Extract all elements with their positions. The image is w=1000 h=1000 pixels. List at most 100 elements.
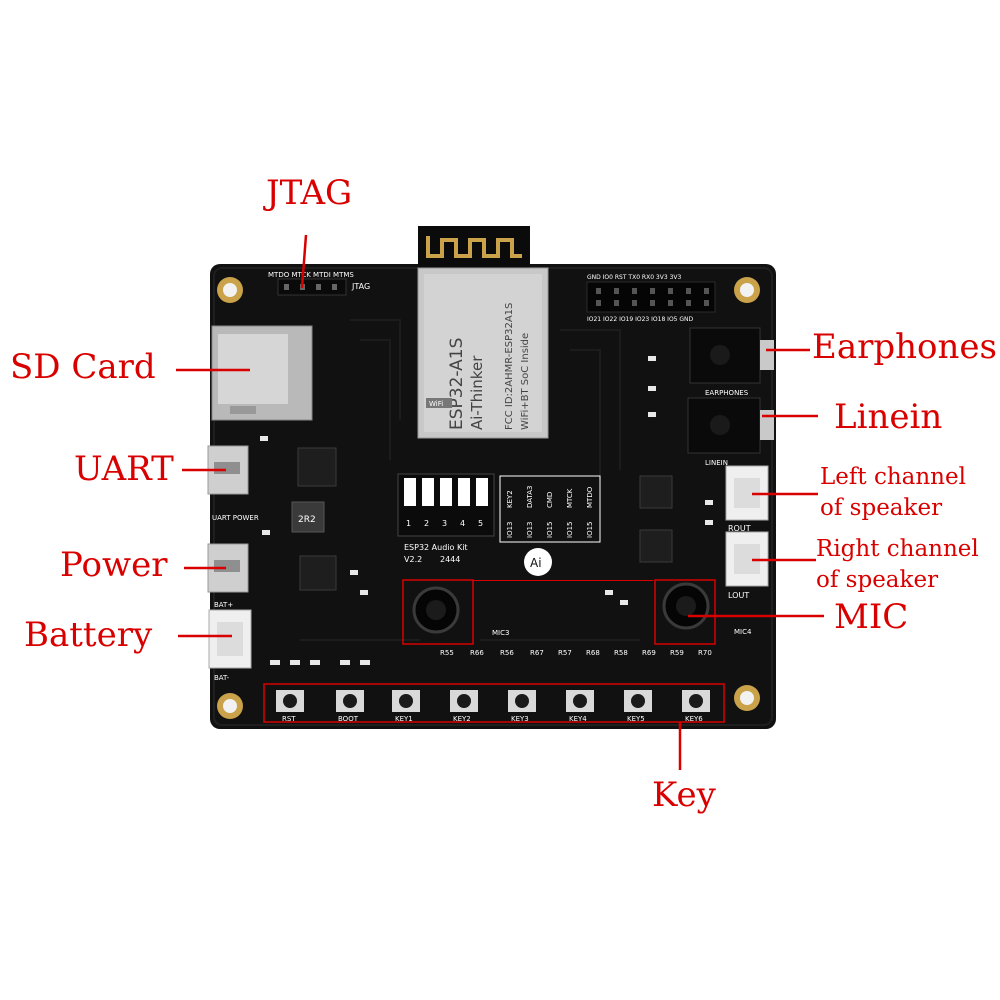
linein-silk: LINEIN [705, 459, 728, 467]
gpio-bottom-labels: IO21 IO22 IO19 IO23 IO18 IO5 GND [587, 316, 694, 323]
board-name-silk: ESP32 Audio Kit [404, 543, 468, 552]
mic-left-highlight [402, 579, 474, 645]
earphones-silk: EARPHONES [705, 389, 749, 397]
tactile-buttons [276, 690, 710, 712]
jtag-pin-labels: MTDO MTCK MTDI MTMS [268, 271, 354, 279]
button-rst [276, 690, 304, 712]
label-right-speaker-line1: Right channel [816, 536, 979, 562]
board-version-code: 2444 [440, 555, 460, 564]
rout-silk: ROUT [728, 524, 751, 533]
callout-lines [176, 234, 824, 770]
svg-text:KEY2: KEY2 [506, 490, 514, 508]
module-model: ESP32-A1S [447, 338, 467, 430]
gpio-header: GND IO0 RST TX0 RX0 3V3 3V3 IO21 IO22 IO… [586, 274, 716, 323]
label-left-speaker-line2: of speaker [820, 495, 943, 521]
module-wifi-logo: WiFi [429, 400, 443, 408]
dip-num-2: 2 [424, 519, 429, 528]
ai-logo [524, 548, 552, 576]
inductor [291, 501, 325, 533]
label-mic: MIC [834, 597, 909, 637]
mic-right-highlight [654, 579, 716, 645]
earphones-jack: EARPHONES [689, 327, 774, 397]
label-linein: Linein [834, 397, 943, 437]
dip-num-3: 3 [442, 519, 447, 528]
svg-text:IO15: IO15 [586, 522, 594, 538]
esp32-module: ESP32-A1S Ai-Thinker FCC ID:2AHMR-ESP32A… [417, 226, 549, 439]
dip-num-4: 4 [460, 519, 465, 528]
svg-text:KEY1: KEY1 [395, 715, 413, 723]
svg-text:R59: R59 [670, 649, 684, 657]
svg-text:BOOT: BOOT [338, 715, 359, 723]
jtag-silk-label: JTAG [351, 282, 370, 291]
module-fcc: FCC ID:2AHMR-ESP32A1S [504, 303, 515, 430]
sd-card-slot [211, 325, 313, 421]
inductor-silk: 2R2 [298, 515, 316, 525]
svg-text:R69: R69 [642, 649, 656, 657]
lout-silk: LOUT [728, 591, 749, 600]
ic-chips [297, 447, 673, 591]
button-boot [336, 690, 364, 712]
svg-text:R66: R66 [470, 649, 484, 657]
svg-text:R56: R56 [500, 649, 514, 657]
module-brand: Ai-Thinker [468, 355, 486, 430]
label-left-speaker: Left channel of speaker [820, 462, 966, 524]
module-soc: WiFi+BT SoC Inside [520, 333, 531, 430]
microphone-right [662, 582, 710, 630]
gpio-top-labels: GND IO0 RST TX0 RX0 3V3 3V3 [587, 274, 682, 281]
svg-text:R58: R58 [614, 649, 628, 657]
bat-plus-silk: BAT+ [214, 601, 233, 609]
svg-text:CMD: CMD [546, 492, 554, 508]
svg-text:IO15: IO15 [546, 522, 554, 538]
svg-text:KEY2: KEY2 [453, 715, 471, 723]
mic4-silk: MIC4 [734, 628, 752, 636]
button-key3 [508, 690, 536, 712]
svg-text:R55: R55 [440, 649, 454, 657]
svg-text:R57: R57 [558, 649, 572, 657]
label-jtag: JTAG [266, 173, 353, 213]
label-earphones: Earphones [812, 327, 997, 367]
svg-text:Ai: Ai [530, 556, 542, 570]
label-key: Key [652, 775, 716, 815]
button-key6 [682, 690, 710, 712]
svg-text:IO13: IO13 [526, 522, 534, 538]
bat-minus-silk: BAT- [214, 674, 230, 682]
svg-text:R67: R67 [530, 649, 544, 657]
button-key2 [450, 690, 478, 712]
dip-num-1: 1 [406, 519, 411, 528]
label-power: Power [60, 545, 168, 585]
button-labels: RST BOOT KEY1 KEY2 KEY3 KEY4 KEY5 KEY6 [282, 715, 703, 723]
label-left-speaker-line1: Left channel [820, 464, 966, 490]
mounting-holes [217, 277, 760, 719]
dip-switch: ON 1 2 3 4 5 ESP32 Audio Kit V2.2 2444 [397, 473, 495, 564]
svg-text:MTCK: MTCK [566, 488, 574, 508]
pcb-traces [300, 319, 640, 641]
svg-text:KEY6: KEY6 [685, 715, 703, 723]
linein-jack: LINEIN [687, 397, 774, 467]
dip-num-5: 5 [478, 519, 483, 528]
mic3-silk: MIC3 [492, 629, 509, 637]
svg-text:R68: R68 [586, 649, 600, 657]
label-battery: Battery [24, 615, 153, 655]
uart-power-silk: UART POWER [212, 514, 259, 522]
label-sd-card: SD Card [10, 347, 156, 387]
svg-text:KEY5: KEY5 [627, 715, 645, 723]
resistor-labels: R55 R66 R56 R67 R57 R68 R58 R69 R59 R70 [440, 649, 712, 657]
button-key4 [566, 690, 594, 712]
svg-text:IO15: IO15 [566, 522, 574, 538]
battery-connector: BAT+ BAT- [208, 601, 252, 682]
svg-text:DATA3: DATA3 [526, 486, 534, 509]
svg-text:MTDO: MTDO [586, 486, 594, 508]
svg-text:RST: RST [282, 715, 296, 723]
svg-text:KEY4: KEY4 [569, 715, 587, 723]
button-key1 [392, 690, 420, 712]
button-key5 [624, 690, 652, 712]
label-right-speaker: Right channel of speaker [816, 534, 979, 596]
label-right-speaker-line2: of speaker [816, 567, 939, 593]
svg-text:R70: R70 [698, 649, 712, 657]
svg-text:IO13: IO13 [506, 522, 514, 538]
svg-text:KEY3: KEY3 [511, 715, 529, 723]
microphone-left [412, 586, 460, 634]
smd-components [260, 356, 713, 665]
label-uart: UART [74, 449, 174, 489]
